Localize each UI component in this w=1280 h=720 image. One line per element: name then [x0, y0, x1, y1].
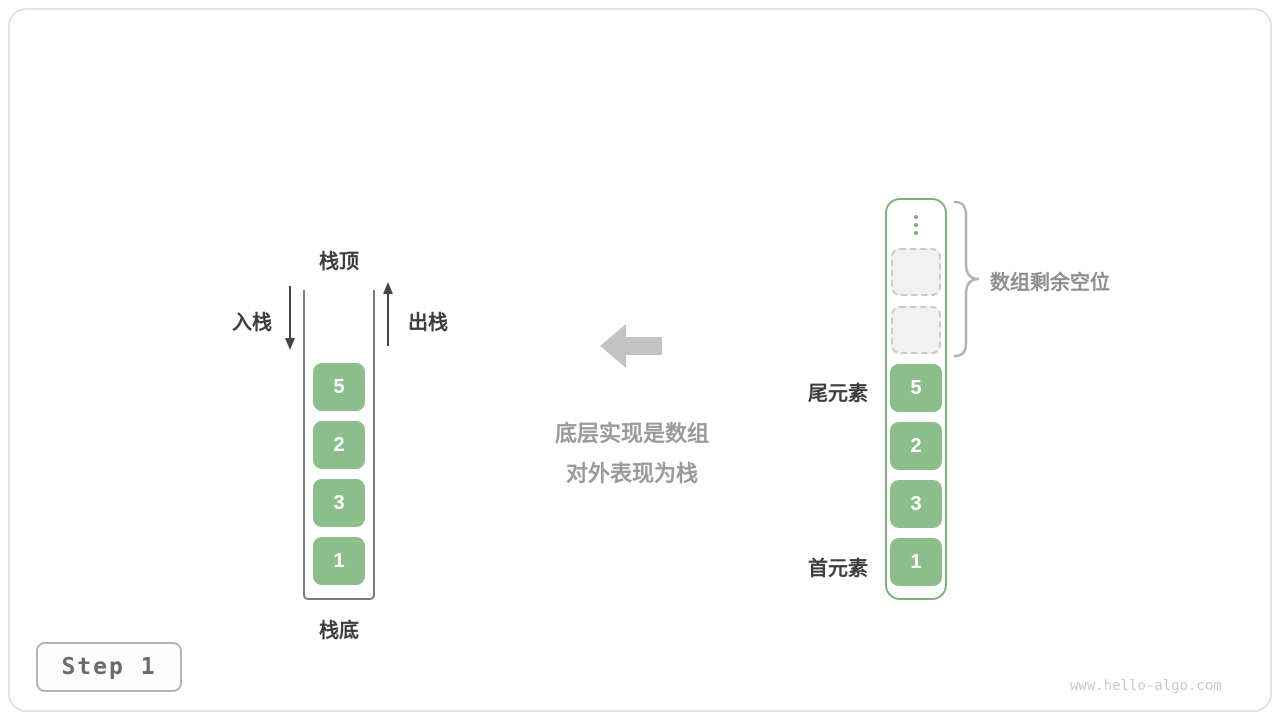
- array-cells: 5 2 3 1: [890, 364, 942, 586]
- watermark-url: www.hello-algo.com: [1070, 678, 1222, 694]
- pop-up-arrow-icon: [383, 282, 393, 346]
- free-space-label: 数组剩余空位: [990, 272, 1110, 294]
- caption-line-2: 对外表现为栈: [565, 461, 698, 486]
- array-cell: 5: [890, 364, 942, 412]
- left-block-arrow-icon: [600, 324, 662, 368]
- stack-top-label: 栈顶: [319, 251, 359, 273]
- array-cell: 2: [890, 422, 942, 470]
- array-container: 5 2 3 1: [885, 198, 947, 600]
- stack-cell: 3: [313, 479, 365, 527]
- pop-label: 出栈: [408, 312, 448, 334]
- array-empty-slot: [891, 306, 941, 354]
- caption-line-1: 底层实现是数组: [554, 421, 709, 446]
- stack-cell: 2: [313, 421, 365, 469]
- array-cell: 3: [890, 480, 942, 528]
- stack-cell: 1: [313, 537, 365, 585]
- canvas-card: [8, 8, 1272, 712]
- caption-text: 底层实现是数组 对外表现为栈: [470, 414, 794, 494]
- ellipsis-dots-icon: [914, 208, 918, 242]
- array-empty-slot: [891, 248, 941, 296]
- step-badge: Step 1: [36, 642, 182, 692]
- push-label: 入栈: [232, 312, 272, 334]
- stack-container: 5 2 3 1: [303, 290, 375, 600]
- array-cell: 1: [890, 538, 942, 586]
- stack-cell: 5: [313, 363, 365, 411]
- head-element-label: 首元素: [808, 558, 868, 580]
- tail-element-label: 尾元素: [808, 383, 868, 405]
- brace-icon: [953, 200, 980, 358]
- array-empty-slots: [891, 248, 941, 354]
- stack-bottom-label: 栈底: [319, 620, 359, 642]
- push-down-arrow-icon: [285, 286, 295, 350]
